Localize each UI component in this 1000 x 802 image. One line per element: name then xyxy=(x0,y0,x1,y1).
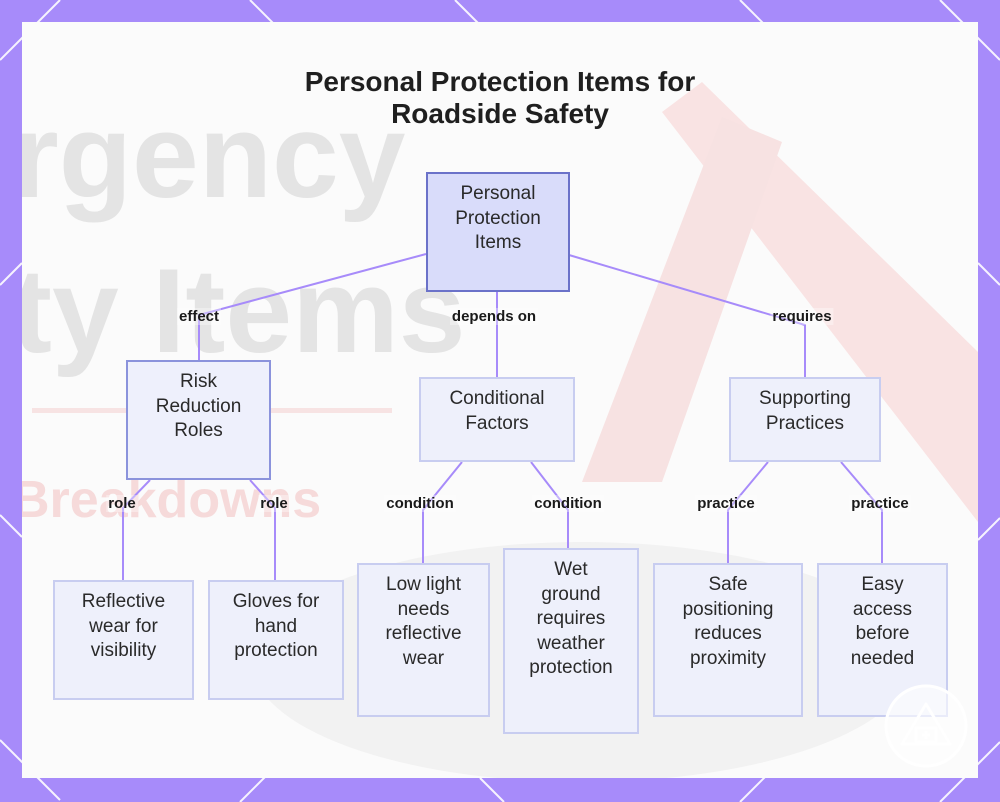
node-low-light: Low light needs reflective wear xyxy=(357,563,490,717)
edge-label-condition-2: condition xyxy=(532,495,604,512)
node-label: Conditional Factors xyxy=(449,388,545,434)
title-line-1: Personal Protection Items for xyxy=(304,66,696,97)
node-label: Easy access before needed xyxy=(850,574,915,669)
node-wet-ground: Wet ground requires weather protection xyxy=(503,548,639,734)
node-label: Wet ground requires weather protection xyxy=(529,559,613,678)
node-gloves: Gloves for hand protection xyxy=(208,580,344,700)
node-label: Gloves for hand protection xyxy=(232,591,320,661)
node-supporting-practices: Supporting Practices xyxy=(729,377,881,462)
node-label: Personal Protection Items xyxy=(455,183,541,253)
diagram-title: Personal Protection Items for Roadside S… xyxy=(0,66,1000,130)
edge-risk-reflective xyxy=(122,479,151,580)
edge-root-supporting xyxy=(568,254,806,377)
background-text-1: rgency xyxy=(22,89,406,223)
edge-root-risk xyxy=(198,253,427,360)
node-conditional-factors: Conditional Factors xyxy=(419,377,575,462)
warning-triangle-first-aid-icon xyxy=(884,684,968,768)
edge-conditional-wet-ground xyxy=(530,461,569,548)
edge-conditional-low-light xyxy=(422,461,463,563)
edge-supporting-easy xyxy=(840,461,883,563)
edge-label-practice-2: practice xyxy=(849,495,911,512)
node-personal-protection-items: Personal Protection Items xyxy=(426,172,570,292)
node-label: Safe positioning reduces proximity xyxy=(682,574,774,669)
node-risk-reduction-roles: Risk Reduction Roles xyxy=(126,360,271,480)
node-label: Risk Reduction Roles xyxy=(155,371,242,441)
edge-label-practice-1: practice xyxy=(695,495,757,512)
background-text-3: Breakdowns xyxy=(22,471,321,529)
edge-label-requires: requires xyxy=(770,308,834,325)
edge-label-condition-1: condition xyxy=(384,495,456,512)
edge-label-role-1: role xyxy=(106,495,138,512)
node-label: Low light needs reflective wear xyxy=(385,574,462,669)
title-line-2: Roadside Safety xyxy=(391,98,609,129)
edge-supporting-safe xyxy=(727,461,769,563)
node-label: Supporting Practices xyxy=(759,388,851,434)
node-reflective-wear: Reflective wear for visibility xyxy=(53,580,194,700)
edge-label-role-2: role xyxy=(258,495,290,512)
node-safe-positioning: Safe positioning reduces proximity xyxy=(653,563,803,717)
edge-label-depends-on: depends on xyxy=(449,308,539,325)
node-label: Reflective wear for visibility xyxy=(81,591,166,661)
edge-label-effect: effect xyxy=(176,308,222,325)
edge-risk-gloves xyxy=(249,479,276,580)
background-text-2: ty Items xyxy=(22,244,466,378)
